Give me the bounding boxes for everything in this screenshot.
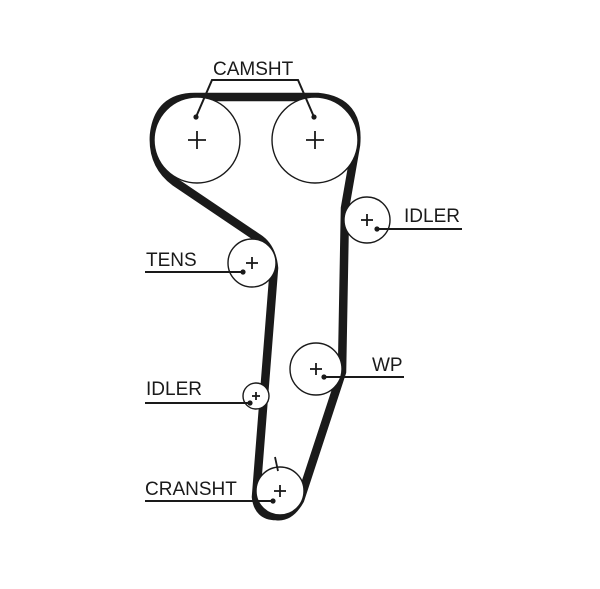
idler-pulley-right xyxy=(343,196,391,244)
crankshaft-label: CRANSHT xyxy=(145,479,237,500)
idler-right-label: IDLER xyxy=(404,206,460,227)
tensioner-pulley xyxy=(227,238,277,288)
timing-mark xyxy=(274,456,279,472)
water-pump-pulley xyxy=(289,342,343,396)
camshaft-pulley-right xyxy=(271,96,359,184)
tensioner-label: TENS xyxy=(146,250,197,271)
camshaft-pulley-left xyxy=(153,96,241,184)
water-pump-label: WP xyxy=(372,355,403,376)
idler-pulley-left xyxy=(242,382,270,410)
camshaft-label: CAMSHT xyxy=(213,59,294,80)
idler-left-label: IDLER xyxy=(146,379,202,400)
camshaft-leader xyxy=(195,79,315,118)
crankshaft-pulley xyxy=(255,456,305,516)
